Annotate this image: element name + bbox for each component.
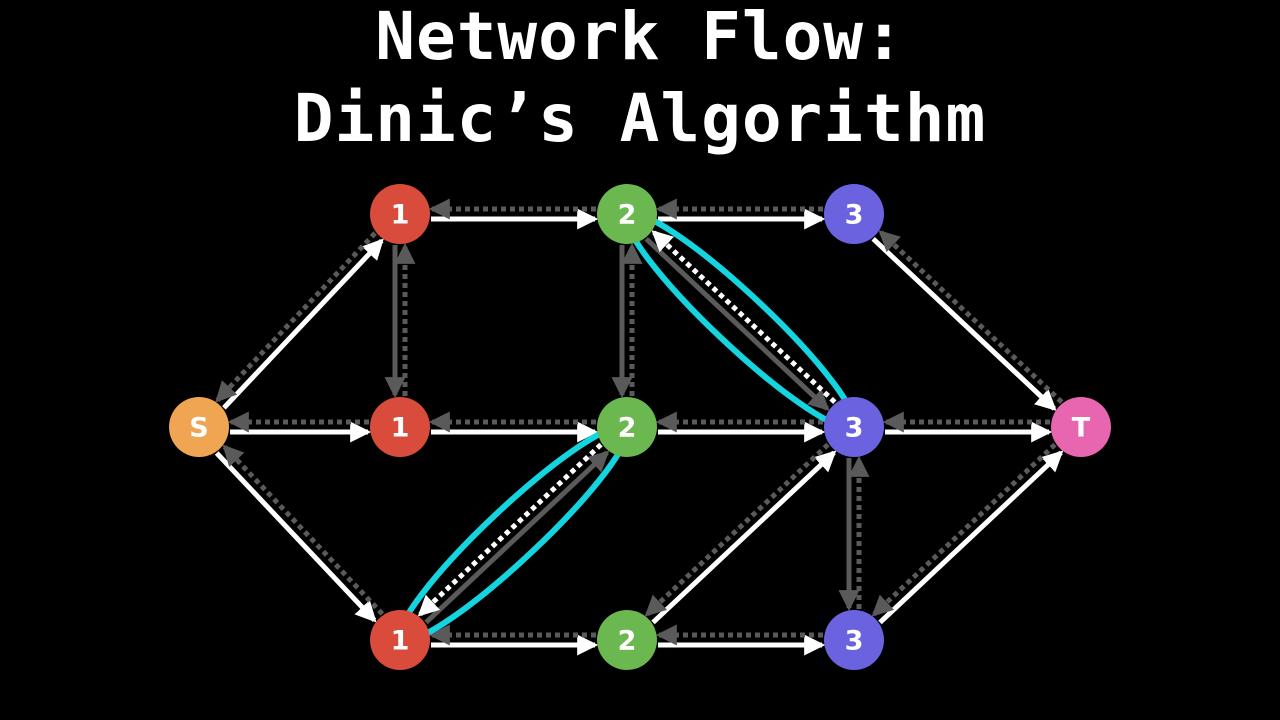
- node-label-b2: 2: [618, 413, 637, 444]
- node-circle-c2: [597, 610, 657, 670]
- edge-c3-to-t: [878, 450, 1064, 625]
- node-circle-a2: [597, 184, 657, 244]
- node-circle-c1: [370, 610, 430, 670]
- node-label-a3: 3: [845, 200, 864, 231]
- edge-c2-to-b3: [651, 450, 837, 625]
- node-label-b3: 3: [845, 413, 864, 444]
- node-s: S: [169, 397, 229, 457]
- edge-a2-to-b3: [644, 237, 830, 411]
- node-b2: 2: [597, 397, 657, 457]
- node-circle-t: [1051, 397, 1111, 457]
- node-circle-s: [169, 397, 229, 457]
- node-label-c3: 3: [845, 626, 864, 657]
- node-circle-a3: [824, 184, 884, 244]
- edge-a1-to-s: [215, 231, 377, 403]
- node-label-b1: 1: [391, 413, 410, 444]
- edge-b3-to-c2: [644, 442, 830, 617]
- node-c3: 3: [824, 610, 884, 670]
- edge-b2-to-c1: [417, 442, 603, 617]
- node-label-a1: 1: [391, 200, 410, 231]
- node-a2: 2: [597, 184, 657, 244]
- edge-t-to-a3: [878, 230, 1064, 404]
- node-circle-c3: [824, 610, 884, 670]
- node-a3: 3: [824, 184, 884, 244]
- node-b3: 3: [824, 397, 884, 457]
- edge-c1-to-b2: [424, 450, 610, 625]
- edge-a3-to-t: [871, 237, 1057, 411]
- node-circle-b2: [597, 397, 657, 457]
- title-line-2: Dinic’s Algorithm: [293, 80, 987, 157]
- edge-b3-to-a2: [651, 230, 837, 404]
- edges-layer: [214, 198, 1064, 656]
- node-a1: 1: [370, 184, 430, 244]
- node-label-s: S: [189, 413, 208, 444]
- node-label-c1: 1: [391, 626, 410, 657]
- node-label-c2: 2: [618, 626, 637, 657]
- edge-s-to-a1: [222, 238, 384, 410]
- title-line-1: Network Flow:: [375, 0, 905, 75]
- edge-c1-to-s: [222, 444, 385, 616]
- node-c2: 2: [597, 610, 657, 670]
- node-label-t: T: [1072, 413, 1091, 444]
- node-circle-b3: [824, 397, 884, 457]
- node-circle-a1: [370, 184, 430, 244]
- edge-s-to-c1: [214, 451, 377, 623]
- node-label-a2: 2: [618, 200, 637, 231]
- node-t: T: [1051, 397, 1111, 457]
- node-circle-b1: [370, 397, 430, 457]
- node-b1: 1: [370, 397, 430, 457]
- node-c1: 1: [370, 610, 430, 670]
- edge-t-to-c3: [871, 442, 1057, 617]
